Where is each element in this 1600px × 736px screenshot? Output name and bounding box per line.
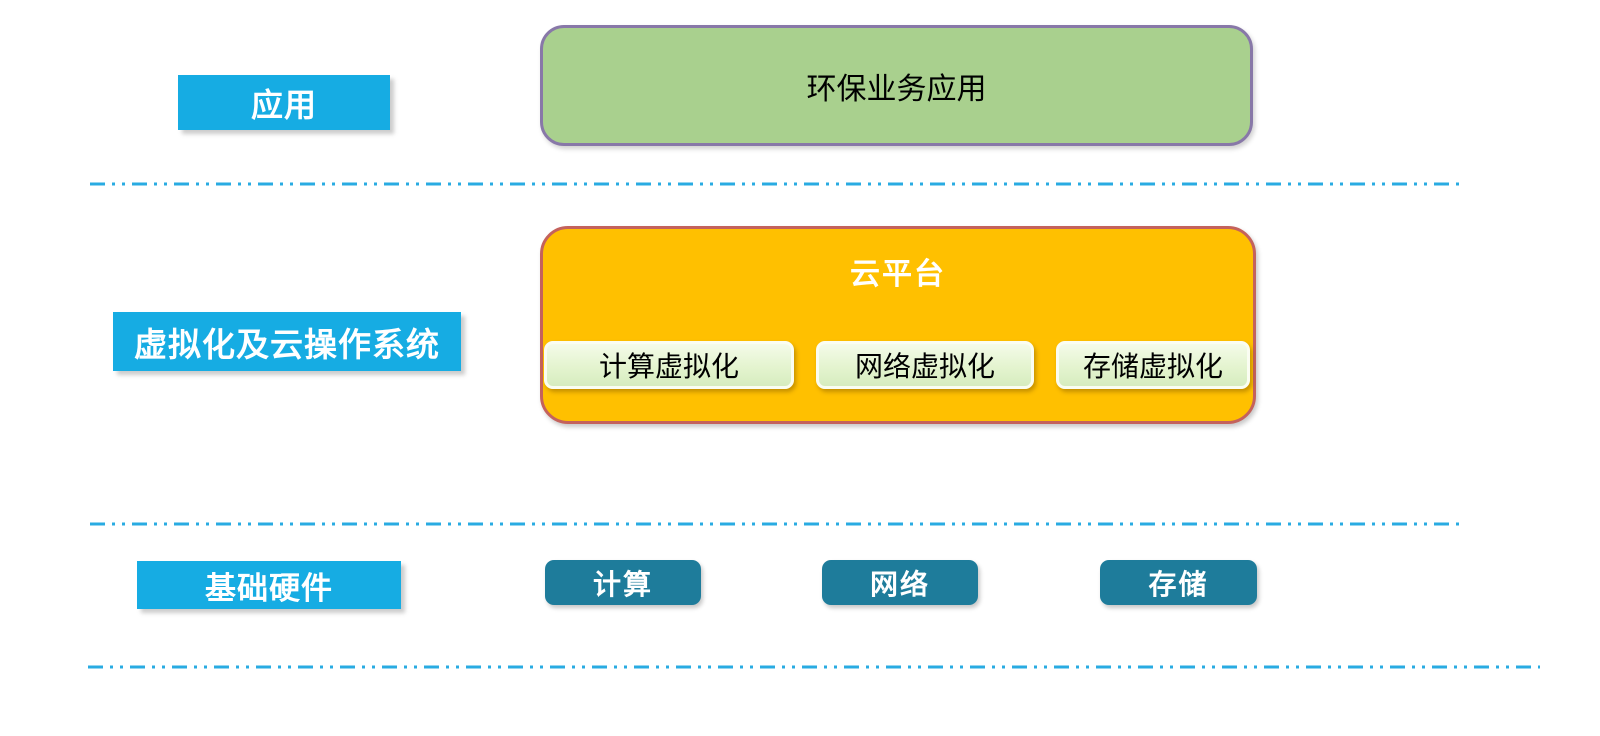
layer-separator-middle [90, 522, 1462, 526]
layer-label-hardware: 基础硬件 [137, 561, 401, 609]
layer-separator-bottom [88, 665, 1540, 669]
module-compute-virtualization: 计算虚拟化 [544, 341, 794, 389]
hardware-storage-box: 存储 [1100, 560, 1257, 605]
app-box-environment-business: 环保业务应用 [540, 25, 1253, 146]
cloud-platform-title: 云平台 [850, 258, 946, 291]
layer-label-application: 应用 [178, 75, 390, 130]
cloud-platform-box: 云平台 计算虚拟化 网络虚拟化 存储虚拟化 [540, 226, 1256, 424]
layer-label-virtualization: 虚拟化及云操作系统 [113, 312, 461, 371]
layer-separator-top [90, 182, 1464, 186]
hardware-network-box: 网络 [822, 560, 978, 605]
module-network-virtualization: 网络虚拟化 [816, 341, 1034, 389]
hardware-compute-box: 计算 [545, 560, 701, 605]
virtualization-module-row: 计算虚拟化 网络虚拟化 存储虚拟化 [544, 341, 1250, 389]
module-storage-virtualization: 存储虚拟化 [1056, 341, 1250, 389]
